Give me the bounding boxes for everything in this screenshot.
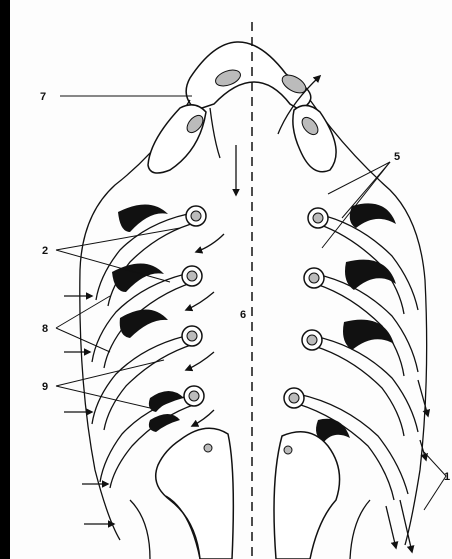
label-7: 7 <box>40 91 46 103</box>
label-9: 9 <box>42 381 48 393</box>
label-2: 2 <box>42 245 48 257</box>
label-6: 6 <box>240 309 246 321</box>
label-8: 8 <box>42 323 48 335</box>
label-1: 1 <box>444 471 450 483</box>
label-5: 5 <box>394 151 400 163</box>
